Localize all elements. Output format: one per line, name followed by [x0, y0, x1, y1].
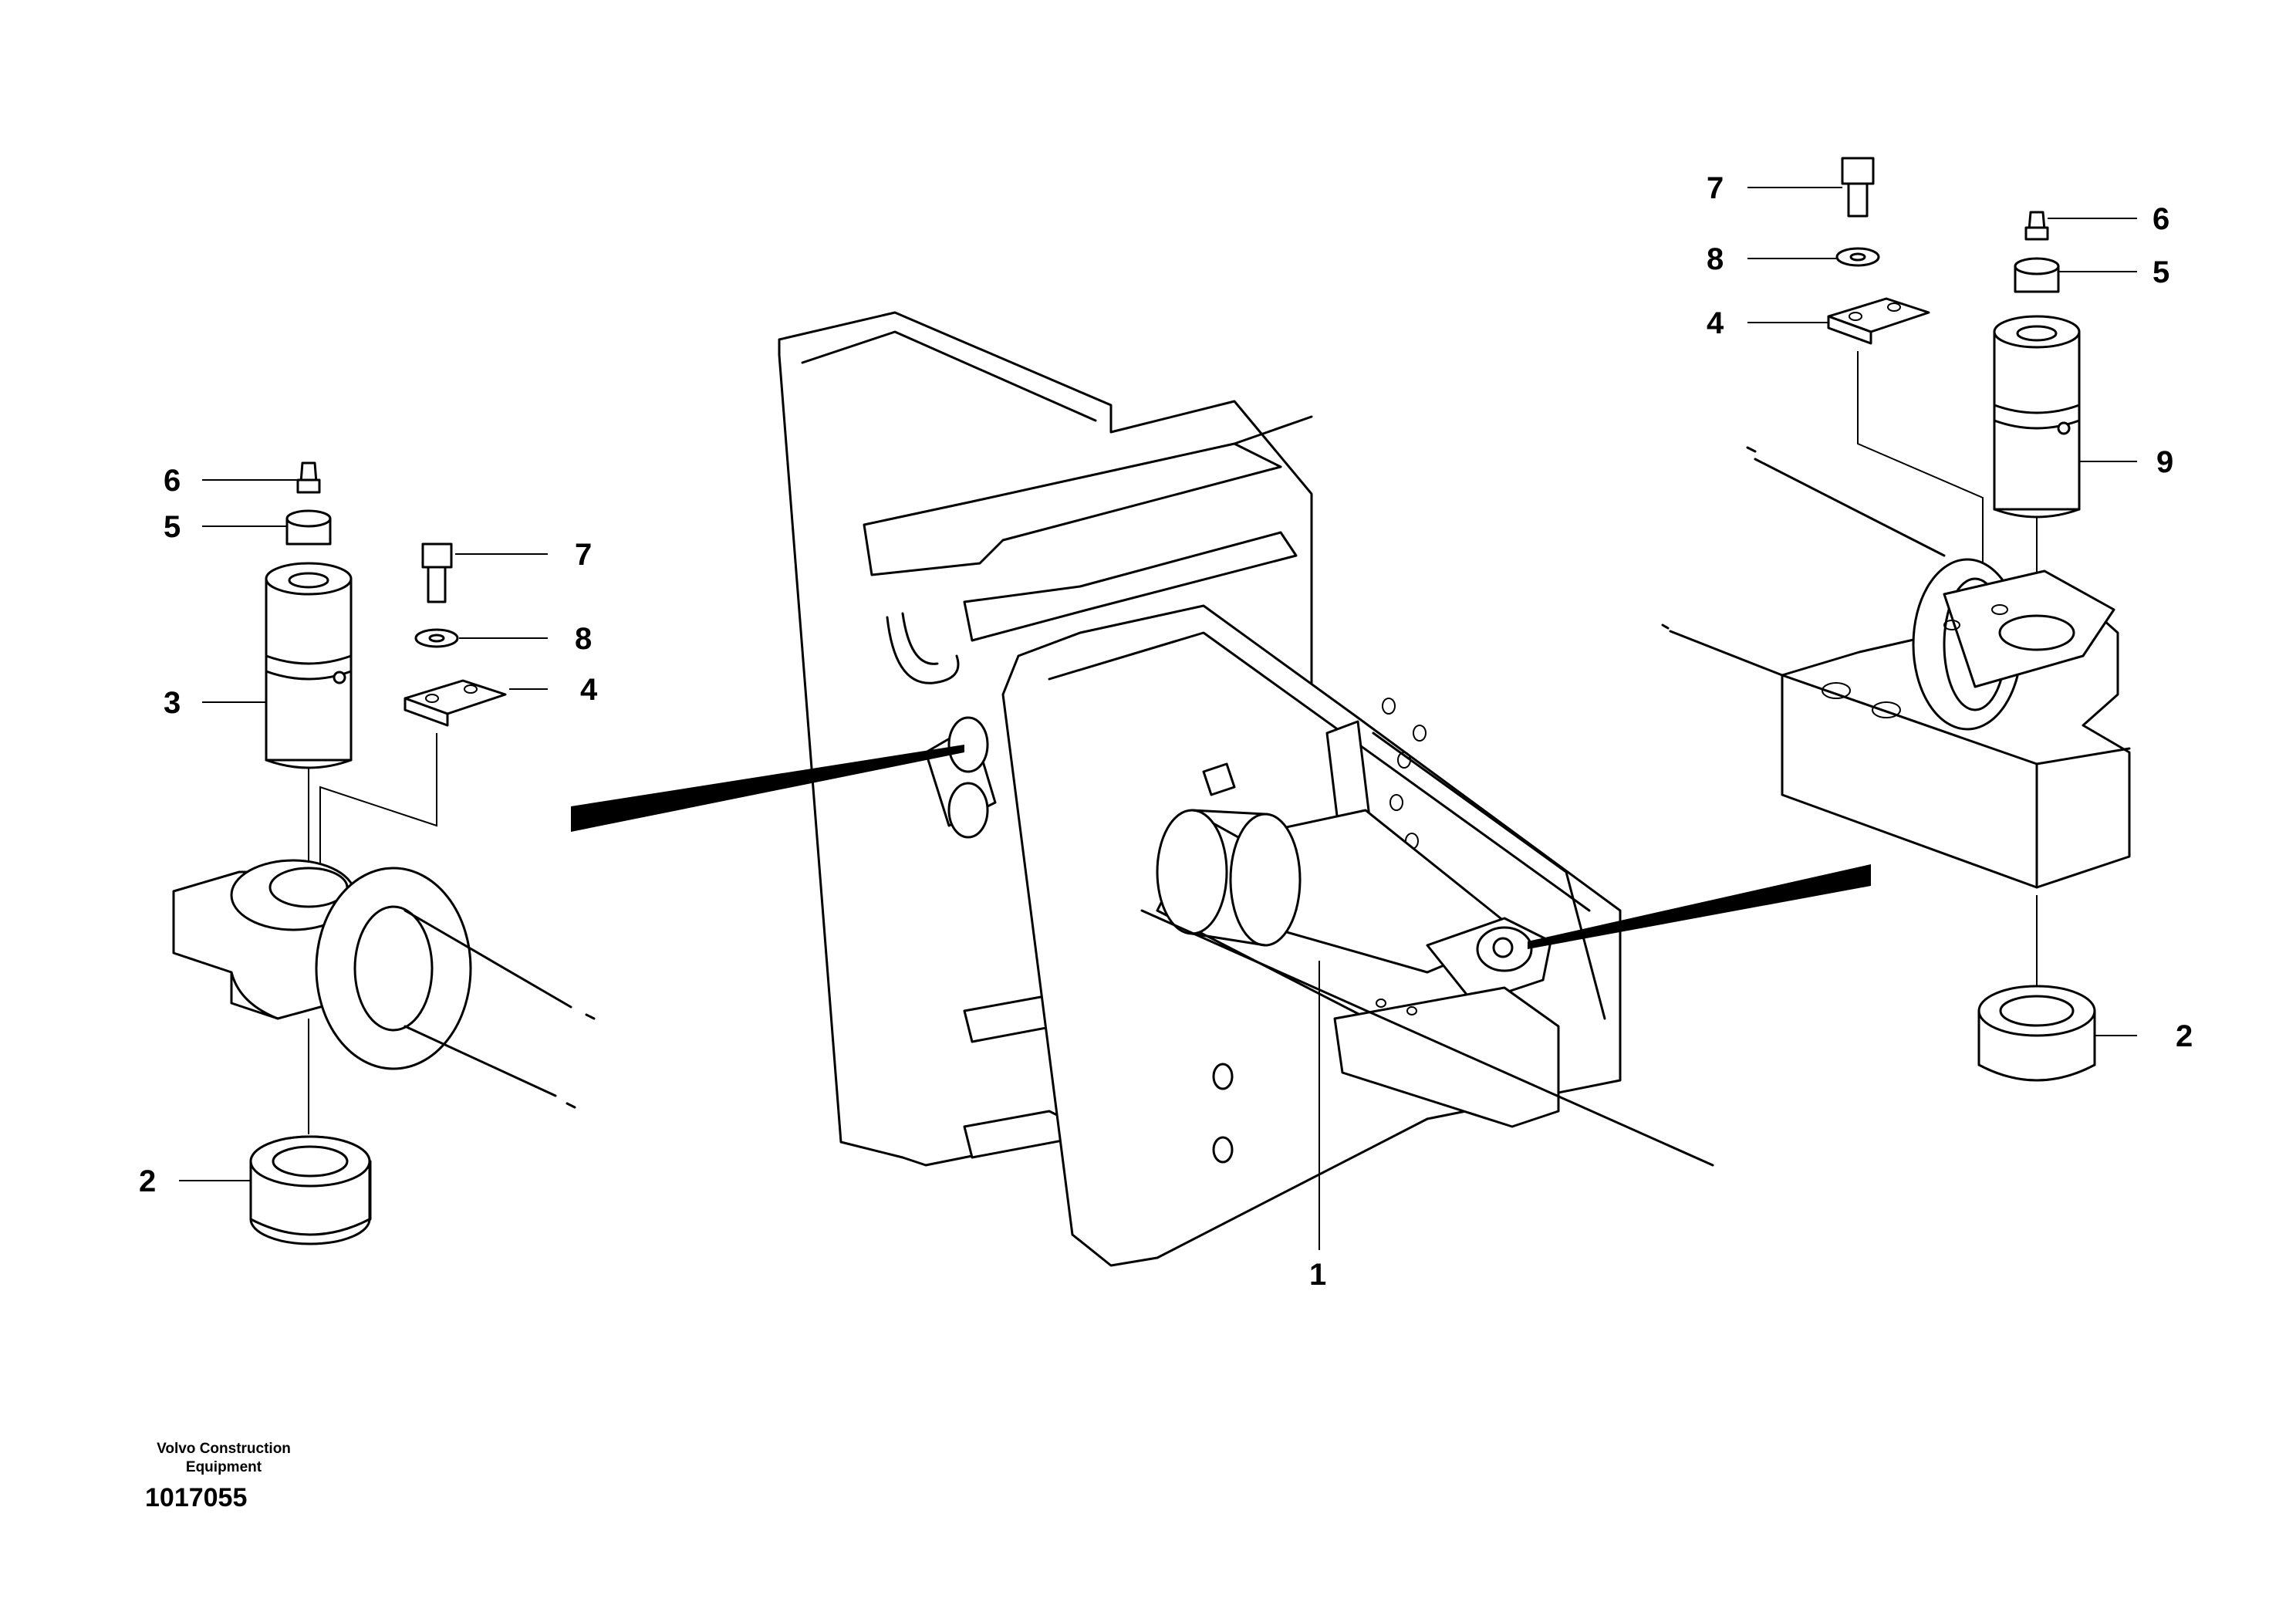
callout-right-2: 2 [2176, 1019, 2193, 1053]
callout-right-7: 7 [1707, 171, 1724, 205]
right-exploded-view [1661, 157, 2131, 1082]
callout-right-8: 8 [1707, 242, 1724, 276]
callout-right-9: 9 [2156, 445, 2173, 479]
callout-left-8: 8 [575, 622, 592, 656]
frame-assembly [778, 311, 1714, 1267]
company-name-line2: Equipment [185, 1459, 262, 1475]
callout-left-5: 5 [164, 510, 181, 544]
company-name: Volvo Construction Equipment [116, 1440, 332, 1477]
callout-left-7: 7 [575, 538, 592, 572]
callout-1: 1 [1309, 1258, 1326, 1292]
callout-leaders [179, 187, 2137, 1250]
company-name-line1: Volvo Construction [157, 1441, 291, 1457]
drawing-number: 1017055 [145, 1483, 248, 1512]
leader-wedge-right [1528, 864, 1871, 949]
callout-left-6: 6 [164, 464, 181, 498]
left-exploded-view [172, 461, 596, 1245]
callout-left-3: 3 [164, 686, 181, 720]
leader-wedge-left [571, 745, 964, 832]
callout-right-4: 4 [1707, 306, 1724, 340]
callout-right-5: 5 [2152, 255, 2169, 289]
callout-right-6: 6 [2152, 202, 2169, 236]
callout-labels: 1 6 5 3 7 8 4 2 7 8 4 6 5 9 2 [139, 171, 2193, 1292]
callout-left-4: 4 [580, 673, 598, 707]
callout-left-2: 2 [139, 1164, 156, 1198]
